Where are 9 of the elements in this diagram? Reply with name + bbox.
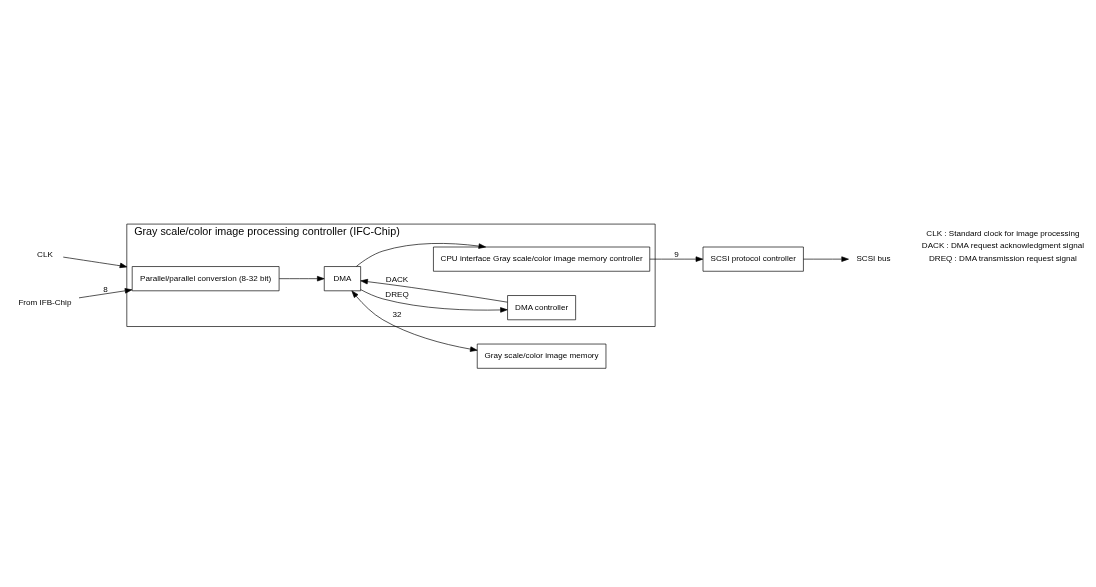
arrow bbox=[360, 289, 508, 313]
arrow bbox=[649, 256, 704, 262]
arrow bbox=[360, 278, 508, 303]
arrow bbox=[356, 243, 486, 267]
arrow bbox=[78, 288, 133, 299]
arrow bbox=[351, 290, 478, 352]
arrow bbox=[803, 256, 849, 262]
arrow bbox=[62, 256, 128, 269]
arrow bbox=[278, 276, 325, 282]
